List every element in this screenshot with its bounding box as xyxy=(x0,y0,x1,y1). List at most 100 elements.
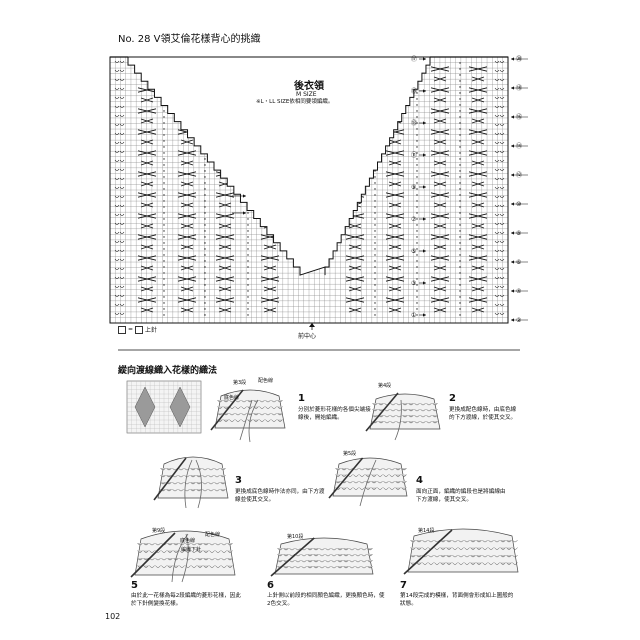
row-label: 第3段 xyxy=(233,380,247,386)
step-text: 更換成底色線時作法亦同，由下方渡線並使其交叉。 xyxy=(235,489,325,503)
page-number: 102 xyxy=(105,612,121,621)
knit-symbol-icon xyxy=(118,325,126,334)
diamond-motif xyxy=(169,386,191,428)
knit-swatch-illustration xyxy=(365,392,441,432)
needle-icon xyxy=(403,529,453,575)
needle-icon xyxy=(130,532,176,578)
yarn-strand xyxy=(181,533,189,583)
row-marker: ⑬ xyxy=(411,119,417,127)
page-title: No. 28 V領艾倫花樣背心的挑織 xyxy=(118,34,261,45)
action-label: 編織下針 xyxy=(181,547,202,553)
arrow-icon xyxy=(511,57,514,61)
needle-icon xyxy=(270,537,315,577)
knit-swatch-illustration xyxy=(403,528,519,575)
yarn-strand xyxy=(394,399,402,441)
yarn-label: 配色線 xyxy=(258,378,274,384)
row-marker: ⑱ xyxy=(516,84,522,92)
row-label: 第5段 xyxy=(343,451,357,457)
row-marker: ⑥ xyxy=(516,259,521,266)
needle-icon xyxy=(328,457,364,499)
needle-icon xyxy=(153,457,187,501)
row-label: 第4段 xyxy=(378,383,392,389)
diamond-motif xyxy=(134,386,156,428)
row-marker: ⑦ xyxy=(411,216,417,223)
row-label: 第10段 xyxy=(287,534,304,540)
arrow-icon xyxy=(423,89,426,93)
needle-icon xyxy=(210,389,244,431)
row-marker: ② xyxy=(516,317,522,324)
row-markers-left: ⑰ ⑮ ⑬ ⑪ ⑨ ⑦ ⑤ ③ ① xyxy=(411,55,417,319)
chart-border xyxy=(109,56,509,324)
row-label: 第14段 xyxy=(418,528,435,534)
step-number: 4 xyxy=(416,475,423,486)
row-marker: ③ xyxy=(411,280,416,287)
section-illustrations xyxy=(126,380,519,583)
row-marker: ⑮ xyxy=(411,87,417,95)
knit-swatch-illustration xyxy=(270,537,374,577)
row-marker: ④ xyxy=(516,288,521,295)
yarn-label: 配色線 xyxy=(205,532,221,538)
step-text: 更換成配色線時，由底色線的下方渡線，於使其交叉。 xyxy=(449,407,517,421)
yarn-strand xyxy=(184,459,193,509)
row-marker: ⑯ xyxy=(516,113,522,121)
purl-symbol-icon xyxy=(135,325,144,334)
step-number: 2 xyxy=(449,393,456,404)
arrow-icon xyxy=(511,260,514,264)
row-marker: ⑭ xyxy=(516,142,522,150)
row-marker: ⑫ xyxy=(516,171,522,179)
knit-swatch-illustration xyxy=(130,530,236,578)
arrow-icon xyxy=(511,289,514,293)
arrow-icon xyxy=(511,173,514,177)
yarn-strand xyxy=(248,399,259,443)
step-text: 面向正面，編織的編段也是將編線由下方渡線，使其交叉。 xyxy=(416,489,506,503)
step-number: 5 xyxy=(131,580,138,591)
step-number: 1 xyxy=(298,393,305,404)
arrow-icon xyxy=(423,281,426,285)
row-marker: ⑪ xyxy=(411,151,417,159)
knit-swatch-illustration xyxy=(328,457,408,499)
step-text: 分別於菱形花樣的各個尖端接線後，開始編織。 xyxy=(298,407,371,421)
yarn-label: 底色線 xyxy=(224,395,240,401)
row-markers-right: ⑳ ⑱ ⑯ ⑭ ⑫ ⑩ ⑧ ⑥ ④ ② xyxy=(516,55,522,324)
row-marker: ⑳ xyxy=(516,55,522,63)
arrow-icon xyxy=(423,217,426,221)
step-number: 3 xyxy=(235,475,242,486)
center-label: 前中心 xyxy=(298,333,317,340)
yarn-strand xyxy=(239,399,253,441)
yarn-strand xyxy=(171,533,189,583)
row-marker: ⑨ xyxy=(411,184,416,191)
neckline-edge xyxy=(127,57,431,276)
chart-size-label: M SIZE xyxy=(296,91,317,98)
center-arrow-icon xyxy=(309,323,315,327)
step-text: 第14段完成的模樣，背面側會形成如上圖般的狀態。 xyxy=(400,593,514,607)
yarn-label: 底色線 xyxy=(180,538,196,544)
arrow-icon xyxy=(423,57,426,61)
arrow-icon xyxy=(423,313,426,317)
chart-note: ※L・LL SIZE依相同要領編織。 xyxy=(256,99,334,105)
chart-outline xyxy=(109,56,528,351)
arrow-icon xyxy=(423,153,426,157)
row-marker: ⑧ xyxy=(516,230,521,237)
arrow-icon xyxy=(423,121,426,125)
neckline-cutout xyxy=(128,56,430,276)
row-marker: ⑩ xyxy=(516,201,521,208)
row-marker: ⑰ xyxy=(411,55,417,63)
knit-swatch-illustration xyxy=(153,456,229,501)
arrow-icon xyxy=(511,115,514,119)
row-marker: ⑤ xyxy=(411,248,416,255)
arrow-icon xyxy=(423,249,426,253)
section-title: 縱向渡線織入花樣的織法 xyxy=(118,366,218,376)
arrow-icon xyxy=(511,144,514,148)
step-text: 上針側以前段的相同顏色編織，更換顏色時，使2色交叉。 xyxy=(267,593,385,607)
arrow-icon xyxy=(511,318,514,322)
arrow-icon xyxy=(423,185,426,189)
arrow-icon xyxy=(511,202,514,206)
arrow-icon xyxy=(511,86,514,90)
knit-swatch-illustration xyxy=(210,389,286,431)
step-text: 由於此一花樣為每2段編織的菱形花樣，因此於下針側變換花樣。 xyxy=(131,593,241,607)
step-number: 7 xyxy=(400,580,407,591)
row-marker: ① xyxy=(411,312,416,319)
arrow-icon xyxy=(243,211,246,215)
needle-icon xyxy=(365,392,399,432)
